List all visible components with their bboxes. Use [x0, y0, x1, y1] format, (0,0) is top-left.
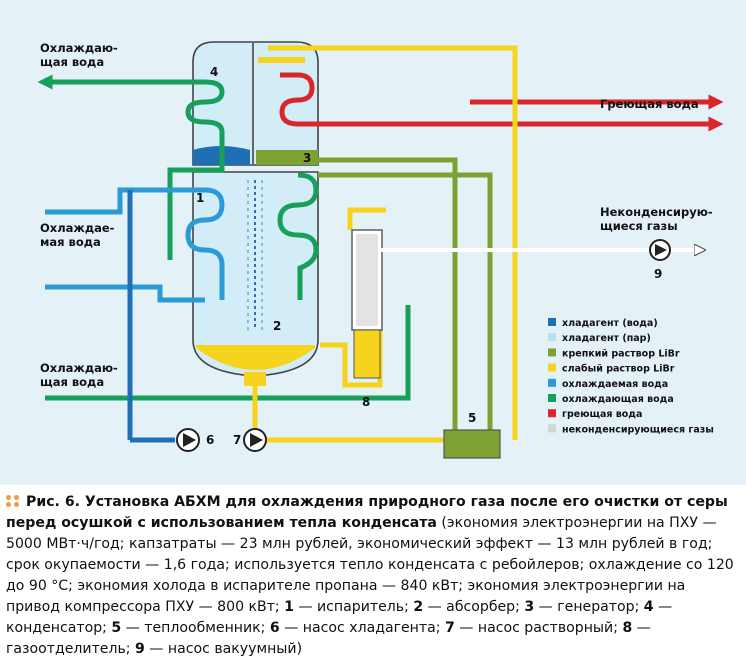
number-8: 8: [362, 395, 370, 409]
caption-item-number-4: 5: [111, 620, 122, 636]
absorption-chiller-diagram: Охлаждаю- щая вода Охлаждае- мая вода Ох…: [37, 41, 724, 459]
legend-label-4: охлаждаемая вода: [562, 379, 668, 390]
caption-title: Установка АБХМ для охлаждения природного…: [6, 494, 728, 531]
label-chilled-water-2: мая вода: [40, 235, 101, 249]
number-4: 4: [210, 65, 218, 79]
caption-prefix: Рис. 6.: [26, 494, 80, 510]
label-cooling-water-out-1: Охлаждаю-: [40, 41, 118, 55]
diagram-panel: Охлаждаю- щая вода Охлаждае- мая вода Ох…: [0, 0, 746, 485]
caption-item-text-8: — насос вакуумный): [144, 641, 303, 657]
number-3: 3: [303, 151, 311, 165]
caption-item-number-8: 9: [135, 641, 145, 657]
caption-item-number-6: 7: [444, 620, 455, 636]
lower-vessel: [192, 171, 319, 386]
legend-label-5: охлаждающая вода: [562, 394, 674, 405]
number-7: 7: [233, 433, 241, 447]
label-cooling-water-out-2: щая вода: [40, 55, 104, 69]
caption-item-text-0: — испаритель;: [293, 599, 414, 615]
caption-item-text-6: — насос растворный;: [454, 620, 623, 636]
legend-swatch-2: [548, 348, 556, 357]
gas-separator: [351, 229, 383, 379]
number-5: 5: [468, 411, 476, 425]
caption-body: (экономия электроэнергии на ПХУ — 5000 М…: [6, 515, 734, 615]
legend: хладагент (вода) хладагент (пар) крепкий р…: [548, 318, 714, 435]
caption-item-number-5: 6: [269, 620, 280, 636]
legend-swatch-7: [548, 424, 556, 433]
legend-label-7: неконденсирующиеся газы: [562, 424, 714, 435]
bullet-dots-icon: [6, 495, 22, 507]
caption-item-number-0: 1: [284, 599, 294, 615]
legend-label-2: крепкий раствор LiBr: [562, 348, 680, 359]
caption-item-text-1: — абсорбер;: [423, 599, 525, 615]
number-2: 2: [273, 319, 281, 333]
label-cooling-water-in-1: Охлаждаю-: [40, 361, 118, 375]
label-noncond-gases-1: Неконденсирую-: [600, 205, 713, 219]
legend-swatch-6: [548, 409, 556, 418]
caption-items: 1 — испаритель; 2 — абсорбер; 3 — генера…: [6, 599, 672, 657]
pump-refrigerant-icon: [176, 428, 200, 452]
pump-vacuum-icon: [649, 239, 671, 261]
refrigerant-lines: [127, 190, 175, 443]
label-cooling-water-in-2: щая вода: [40, 375, 104, 389]
legend-swatch-0: [548, 318, 556, 326]
label-chilled-water-1: Охлаждае-: [40, 221, 115, 235]
caption-item-text-2: — генератор;: [534, 599, 644, 615]
legend-swatch-3: [548, 363, 556, 372]
pump-solution-icon: [243, 428, 267, 452]
legend-label-1: хладагент (пар): [562, 333, 651, 344]
caption-item-text-3: — конденсатор;: [6, 599, 673, 636]
legend-label-6: греющая вода: [562, 409, 642, 420]
number-1: 1: [196, 191, 204, 205]
caption-item-number-3: 4: [643, 599, 654, 615]
caption-item-number-1: 2: [413, 599, 424, 615]
heating-water-lines: [279, 72, 724, 132]
caption-item-number-7: 8: [622, 620, 633, 636]
legend-label-3: слабый раствор LiBr: [562, 364, 675, 375]
caption-item-number-2: 3: [524, 599, 535, 615]
caption-item-text-7: — газоотделитель;: [6, 620, 651, 657]
caption-item-text-4: — теплообменник;: [121, 620, 270, 636]
legend-swatch-1: [548, 333, 556, 342]
number-9: 9: [654, 267, 662, 281]
number-6: 6: [206, 433, 214, 447]
figure-caption: Рис. 6. Установка АБХМ для охлаждения пр…: [6, 492, 738, 660]
legend-swatch-5: [548, 394, 556, 402]
heat-exchanger: [443, 429, 501, 459]
strong-solution-lines: [318, 157, 493, 430]
caption-item-text-5: — насос хладагента;: [279, 620, 445, 636]
legend-label-0: хладагент (вода): [562, 318, 658, 329]
label-noncond-gases-2: щиеся газы: [600, 219, 678, 233]
cooling-water-lines: [37, 74, 411, 401]
chilled-water-lines: [45, 187, 225, 303]
label-heating-water: Греющая вода: [600, 97, 699, 111]
legend-swatch-4: [548, 378, 556, 387]
